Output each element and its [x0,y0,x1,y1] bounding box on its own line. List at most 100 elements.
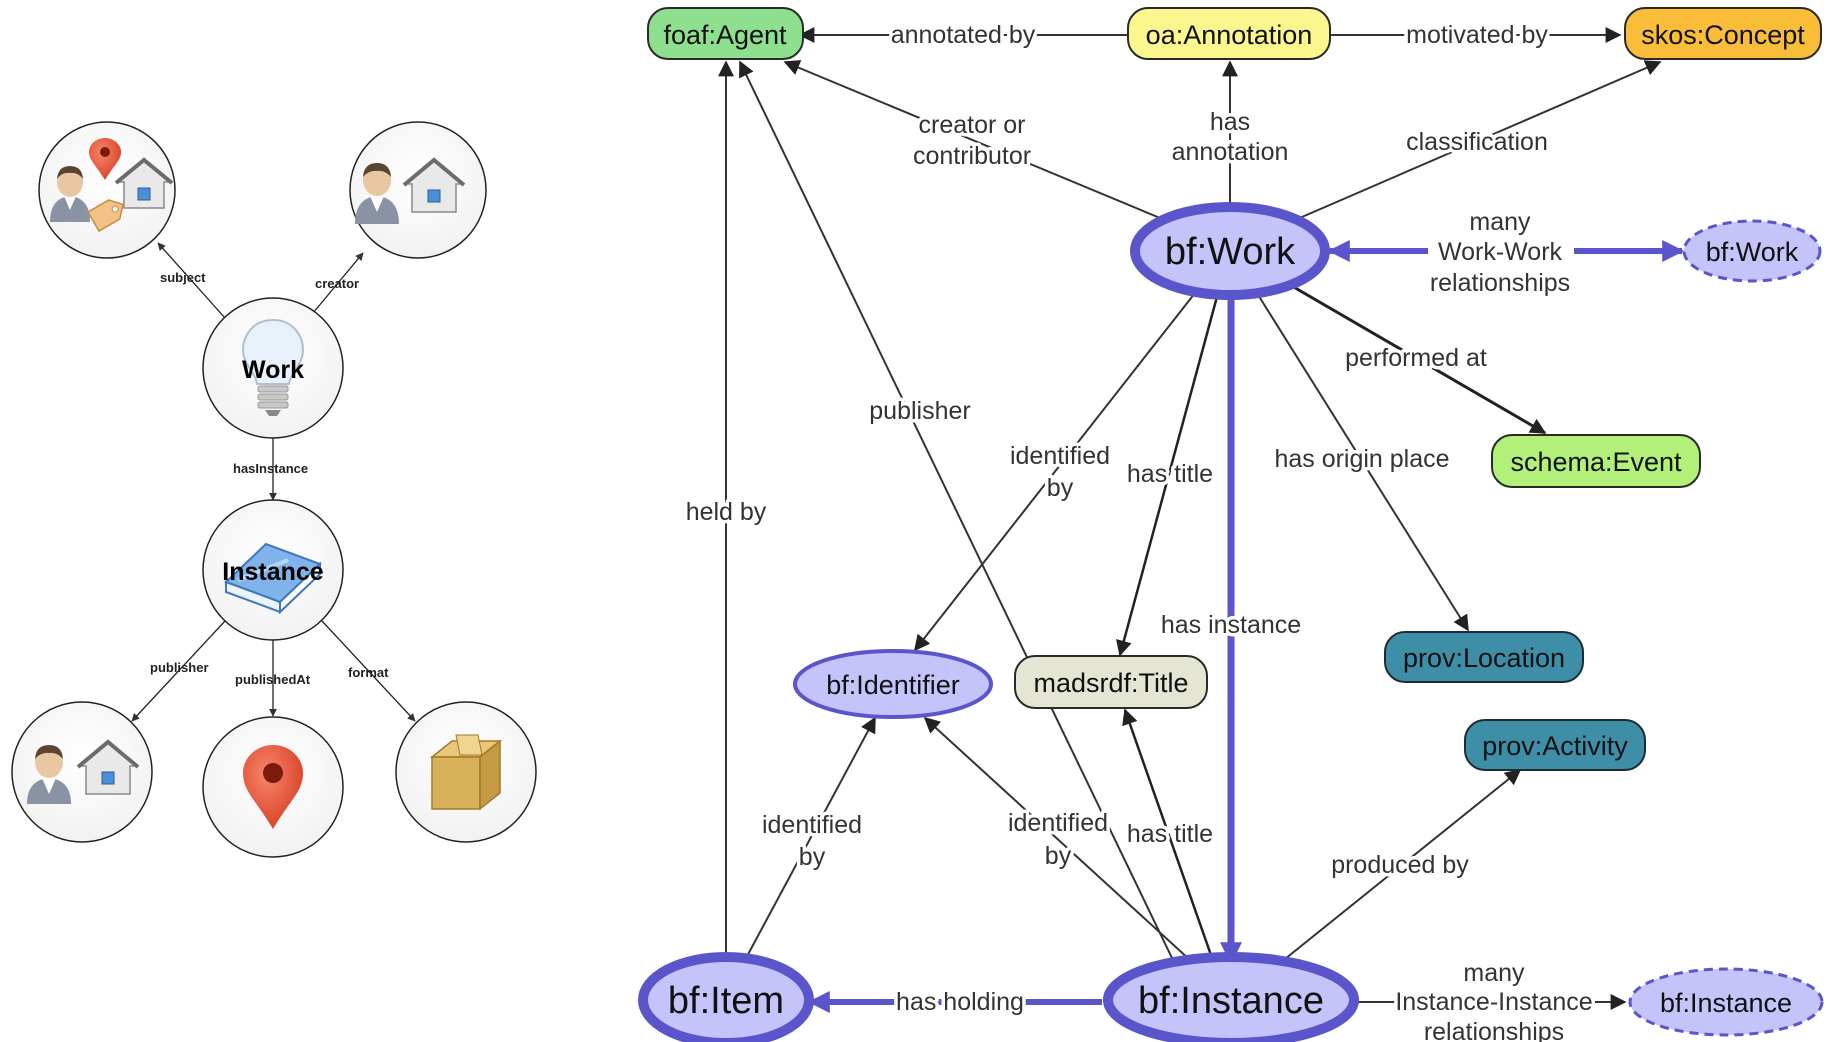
label-many-work-work-3: relationships [1430,269,1570,297]
node-bf-work: bf:Work [1130,202,1330,300]
label-creator-contributor-1: creator or [919,111,1026,139]
edge-label-published-at: publishedAt [235,672,311,687]
package-icon [429,734,503,811]
house-icon [402,157,466,213]
edge-creator-contributor [783,60,1161,219]
label-has-holding: has holding [896,988,1024,1016]
node-madsrdf-title: madsrdf:Title [1014,655,1208,709]
node-skos-concept: skos:Concept [1624,7,1822,60]
label-has-annotation-2: annotation [1172,138,1289,166]
book-icon [224,542,322,615]
publisher-node [11,701,153,843]
label-performed-at: performed at [1345,344,1487,372]
label-has-instance: has instance [1161,611,1301,639]
label-has-origin-place: has origin place [1274,445,1449,473]
lightbulb-icon [241,318,305,416]
node-oa-annotation: oa:Annotation [1127,7,1331,60]
node-bf-instance: bf:Instance [1103,952,1359,1042]
person-icon [355,163,399,224]
edge-label-subject: subject [160,270,206,285]
label-identified-by-instance-2: by [1045,842,1072,870]
published-at-node [202,716,344,858]
node-label-oa-annotation: oa:Annotation [1146,20,1313,50]
instance-node-label: Instance [222,558,324,586]
node-bf-work-related: bf:Work [1682,219,1822,283]
label-many-instance-instance-2: Instance-Instance [1395,988,1592,1016]
subject-node [38,121,176,259]
label-annotated-by: annotated by [891,21,1036,49]
edge-labels: annotated by motivated by creator or con… [682,18,1596,1042]
label-identified-by-work-1: identified [1010,442,1110,470]
node-foaf-agent: foaf:Agent [647,7,804,60]
edge-produced-by [1279,768,1522,964]
node-bf-identifier: bf:Identifier [793,649,993,719]
person-icon [50,166,90,222]
edge-label-publisher: publisher [150,660,209,675]
node-bf-item: bf:Item [638,952,814,1042]
edge-label-has-instance: hasInstance [233,461,308,476]
format-node [395,701,537,843]
edge-label-creator: creator [315,276,359,291]
left-diagram: subject creator hasInstance publisher pu… [11,121,537,858]
instance-node: Instance [202,499,344,641]
work-node-label: Work [242,356,304,384]
edge-classification [1294,60,1662,221]
node-label-bf-item: bf:Item [668,980,784,1022]
label-classification: classification [1406,128,1548,156]
label-creator-contributor-2: contributor [913,142,1031,170]
node-label-foaf-agent: foaf:Agent [663,20,787,50]
right-diagram: annotated by motivated by creator or con… [638,7,1824,1042]
node-schema-event: schema:Event [1491,434,1701,488]
person-icon [27,745,71,804]
node-bf-instance-related: bf:Instance [1628,967,1824,1037]
label-identified-by-item-2: by [799,843,826,871]
edge-has-title-instance [1122,708,1214,959]
label-motivated-by: motivated by [1406,21,1548,49]
node-label-bf-work: bf:Work [1165,231,1296,273]
location-pin-icon [243,745,303,829]
edge-creator [312,252,364,314]
label-many-work-work-2: Work-Work [1438,238,1563,266]
edge-subject [157,242,226,319]
label-many-instance-instance-3: relationships [1424,1018,1564,1042]
label-has-title-work: has title [1127,460,1213,488]
creator-node [349,121,487,259]
label-has-annotation-1: has [1210,108,1250,136]
node-label-madsrdf-title: madsrdf:Title [1033,668,1188,698]
node-label-bf-work-related: bf:Work [1706,237,1799,267]
tag-icon [86,199,124,233]
label-identified-by-work-2: by [1047,474,1074,502]
label-publisher: publisher [869,397,970,425]
label-identified-by-instance-1: identified [1008,809,1108,837]
label-many-work-work-1: many [1469,208,1531,236]
edge-identified-by-item [744,716,876,961]
house-icon [76,739,140,795]
node-label-schema-event: schema:Event [1510,447,1682,477]
edge-has-origin-place [1254,289,1469,632]
label-identified-by-item-1: identified [762,811,862,839]
node-label-skos-concept: skos:Concept [1641,20,1805,50]
label-produced-by: produced by [1331,851,1469,879]
edge-format [321,620,416,722]
edge-identified-by-work [914,292,1196,652]
work-node: Work [202,297,344,439]
edge-publisher [739,60,1186,986]
location-pin-icon [89,138,121,180]
label-many-instance-instance-1: many [1463,959,1525,987]
node-label-bf-identifier: bf:Identifier [826,670,960,700]
edge-identified-by-instance [923,716,1191,961]
node-label-prov-location: prov:Location [1403,643,1565,673]
edge-label-format: format [348,665,389,680]
edge-has-title-work [1116,292,1220,657]
node-prov-location: prov:Location [1384,631,1584,683]
node-label-bf-instance: bf:Instance [1138,980,1324,1022]
edge-performed-at [1284,280,1547,435]
node-label-bf-instance-related: bf:Instance [1660,988,1792,1018]
node-prov-activity: prov:Activity [1464,719,1646,771]
label-has-title-instance: has title [1127,820,1213,848]
node-label-prov-activity: prov:Activity [1482,731,1628,761]
label-held-by: held by [686,498,767,526]
house-icon [114,157,174,209]
edge-publisher [131,620,226,722]
